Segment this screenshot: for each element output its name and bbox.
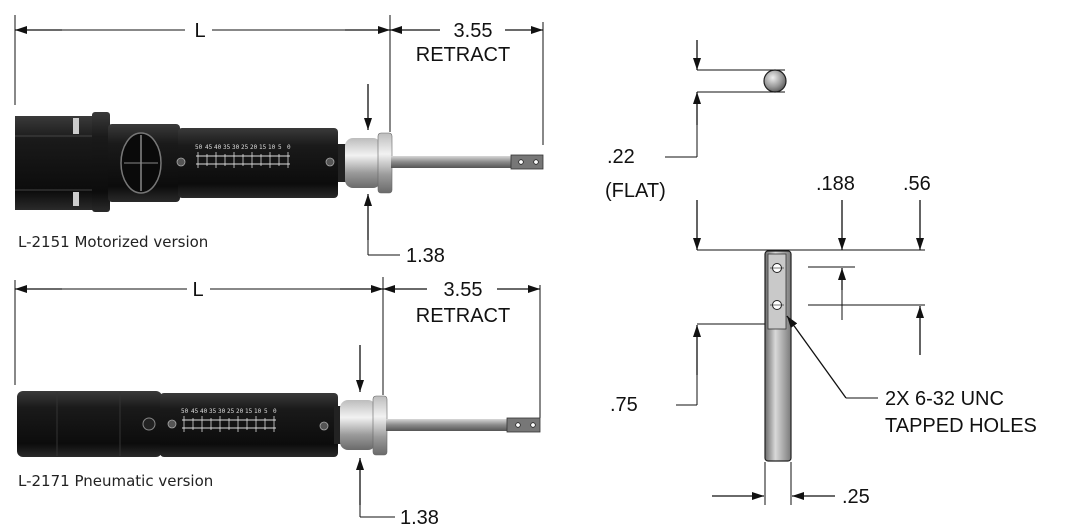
scale-tick-label: 25: [227, 408, 235, 415]
scale-tick-label: 40: [214, 144, 222, 151]
diameter-value: 1.38: [406, 245, 445, 267]
scale-tick-label: 15: [245, 408, 253, 415]
scale-tick-label: 30: [232, 144, 240, 151]
scale-tick-label: 50: [195, 144, 203, 151]
retract-label: RETRACT: [416, 305, 510, 327]
air-port: [142, 417, 156, 431]
scale-tick-label: 45: [205, 144, 213, 151]
motor-housing: [15, 116, 95, 210]
flange: [372, 395, 388, 456]
length-label: L: [192, 279, 203, 301]
screw-icon: [167, 419, 177, 429]
motorized-assembly: L 3.55 RETRACT 50 45 40: [14, 15, 544, 267]
scale-tick-label: 35: [209, 408, 217, 415]
scale-tick-label: 15: [259, 144, 267, 151]
hole-spacing-value: .188: [816, 173, 855, 195]
plunger-shaft: [391, 156, 513, 168]
length-label: L: [194, 20, 205, 42]
motor-collar: [92, 112, 110, 212]
hole-offset-value: .56: [903, 173, 931, 195]
nose-bushing: [340, 400, 376, 450]
main-barrel: [160, 393, 338, 457]
scale-tick-label: 25: [241, 144, 249, 151]
cylinder-body: [17, 391, 162, 457]
scale-tick-label: 20: [236, 408, 244, 415]
graduated-scale: 50 45 40 35 30 25 20 15 10 5 0: [181, 408, 277, 432]
plunger-tip: [510, 154, 544, 170]
pneumatic-assembly: L 3.55 RETRACT 50 45 40 35 30 25 20 15 1…: [14, 277, 541, 529]
scale-tick-label: 10: [254, 408, 262, 415]
scale-tick-label: 35: [223, 144, 231, 151]
screw-icon: [176, 157, 186, 167]
scale-tick-label: 20: [250, 144, 258, 151]
scale-tick-label: 30: [218, 408, 226, 415]
diameter-value: 1.38: [400, 507, 439, 529]
scale-tick-label: 0: [287, 144, 291, 151]
scale-tick-label: 5: [264, 408, 268, 415]
length-value: .75: [610, 394, 638, 416]
width-value: .25: [842, 486, 870, 508]
retract-label: RETRACT: [416, 44, 510, 66]
caption-motorized: L-2151 Motorized version: [18, 233, 208, 251]
scale-tick-label: 40: [200, 408, 208, 415]
caption-pneumatic: L-2171 Pneumatic version: [18, 472, 213, 490]
screw-icon: [319, 421, 329, 431]
scale-tick-label: 0: [273, 408, 277, 415]
scale-tick-label: 10: [268, 144, 276, 151]
leader-arrow: [786, 315, 847, 399]
holes-label-line2: TAPPED HOLES: [885, 415, 1037, 437]
nose-bushing: [345, 138, 381, 188]
tip-detail: .22 (FLAT) .188 .56 .75 .25: [605, 40, 1037, 508]
retract-value: 3.55: [444, 279, 483, 301]
tip-flat: [767, 253, 787, 330]
retract-value: 3.55: [454, 20, 493, 42]
main-barrel: [178, 128, 338, 198]
holes-label-line1: 2X 6-32 UNC: [885, 388, 1004, 410]
plunger-tip: [506, 417, 541, 433]
plunger-shaft: [386, 419, 508, 431]
screw-icon: [325, 157, 335, 167]
tip-end-view: [763, 69, 787, 93]
scale-tick-label: 45: [191, 408, 199, 415]
flange: [377, 132, 393, 194]
flat-value: .22: [607, 146, 635, 168]
scale-tick-label: 5: [278, 144, 282, 151]
scale-tick-label: 50: [181, 408, 189, 415]
flat-label: (FLAT): [605, 180, 666, 202]
graduated-scale: 50 45 40 35 30 25 20 15 10 5 0: [195, 144, 291, 168]
